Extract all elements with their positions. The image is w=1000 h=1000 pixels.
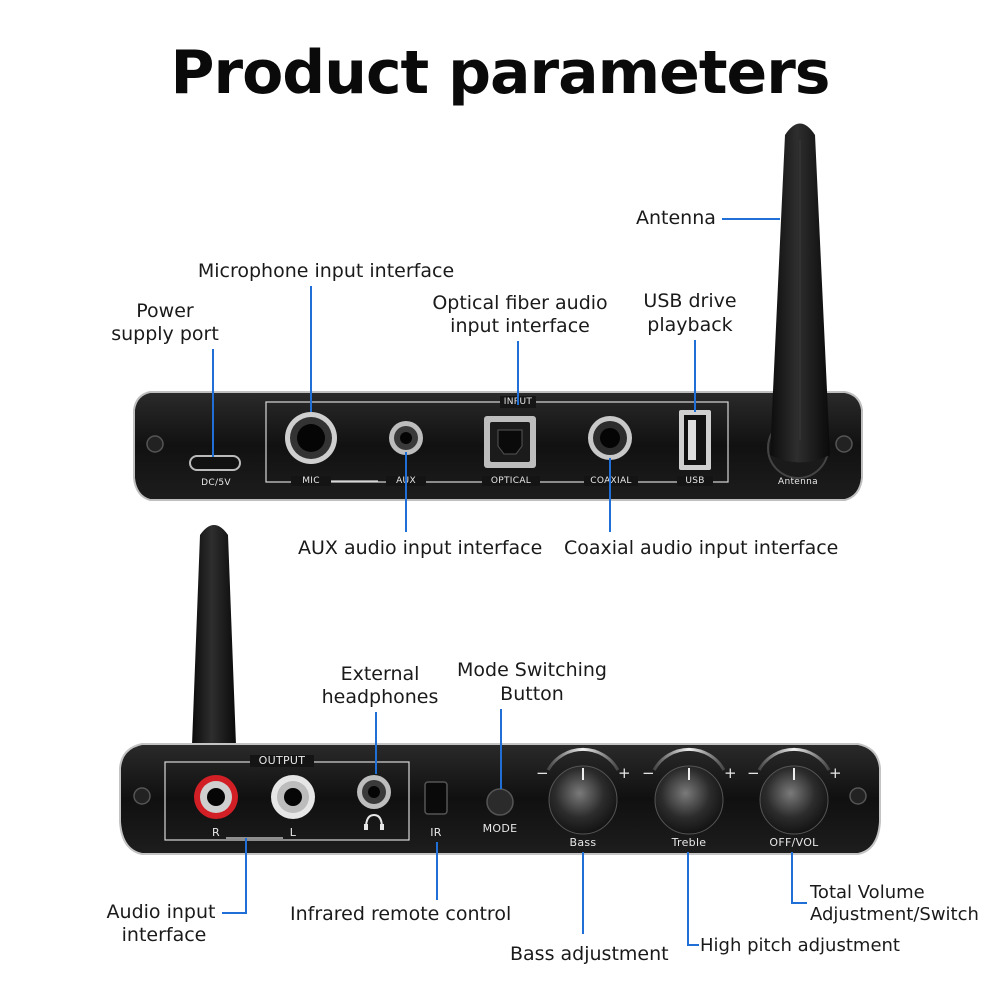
- callout-mode-line1: Mode Switching: [456, 659, 607, 681]
- leader-audio-input-h: [222, 912, 247, 914]
- callout-antenna: Antenna: [636, 207, 716, 229]
- leader-bass: [582, 852, 584, 934]
- callout-optical-line1: Optical fiber audio: [432, 292, 608, 314]
- leader-volume-h: [791, 902, 807, 904]
- label-mic: MIC: [291, 476, 331, 486]
- leader-headphones: [375, 712, 377, 774]
- treble-minus-icon: −: [642, 764, 655, 782]
- callout-volume-line2: Adjustment/Switch: [810, 904, 979, 925]
- callout-infrared: Infrared remote control: [290, 903, 512, 925]
- leader-audio-input-v: [245, 838, 247, 914]
- label-l: L: [289, 826, 297, 839]
- callout-audio-input-line2: interface: [121, 924, 207, 946]
- leader-usb: [694, 340, 696, 412]
- leader-optical: [517, 341, 519, 405]
- callout-usb-line1: USB drive: [643, 290, 737, 312]
- leader-mode: [500, 709, 502, 789]
- vol-minus-icon: −: [747, 764, 760, 782]
- label-optical: OPTICAL: [482, 476, 540, 486]
- callout-headphones-line2: headphones: [321, 686, 439, 708]
- label-dc: DC/5V: [201, 478, 231, 488]
- leader-coaxial: [609, 458, 611, 532]
- callout-headphones-line1: External: [340, 663, 420, 685]
- page-title: Product parameters: [170, 38, 831, 108]
- leader-volume-v: [791, 852, 793, 904]
- callout-coaxial: Coaxial audio input interface: [564, 537, 839, 559]
- callout-audio-input-line1: Audio input: [106, 901, 216, 923]
- callout-high-pitch: High pitch adjustment: [700, 935, 900, 956]
- callout-power-line1: Power: [136, 300, 194, 322]
- label-ir: IR: [430, 826, 442, 839]
- callout-bass: Bass adjustment: [510, 943, 669, 965]
- callout-power-line2: supply port: [111, 323, 219, 345]
- top-device-graphic: [133, 123, 863, 501]
- leader-infrared: [436, 842, 438, 900]
- label-offvol: OFF/VOL: [769, 836, 819, 849]
- label-treble: Treble: [671, 836, 707, 849]
- leader-high-pitch-h: [687, 944, 699, 946]
- callout-mode-line2: Button: [500, 683, 564, 705]
- label-usb: USB: [677, 476, 713, 486]
- label-antenna: Antenna: [778, 477, 818, 487]
- bass-minus-icon: −: [536, 764, 549, 782]
- top-device-panel: DC/5V INPUT MIC AUX OPTICAL COAXIAL USB …: [133, 123, 863, 501]
- callout-aux: AUX audio input interface: [298, 537, 543, 559]
- callout-microphone: Microphone input interface: [197, 260, 455, 282]
- leader-power: [212, 349, 214, 457]
- callout-usb-line2: playback: [647, 314, 733, 336]
- leader-high-pitch-v: [687, 852, 689, 946]
- vol-plus-icon: +: [829, 764, 842, 782]
- label-output: OUTPUT: [258, 754, 306, 767]
- label-r: R: [212, 826, 220, 839]
- leader-aux: [405, 452, 407, 532]
- leader-antenna: [722, 218, 780, 220]
- bass-plus-icon: +: [618, 764, 631, 782]
- label-mode: MODE: [482, 822, 518, 835]
- callout-optical-line2: input interface: [450, 315, 590, 337]
- callout-volume-line1: Total Volume: [810, 882, 925, 903]
- leader-microphone: [310, 286, 312, 412]
- label-bass: Bass: [569, 836, 597, 849]
- treble-plus-icon: +: [724, 764, 737, 782]
